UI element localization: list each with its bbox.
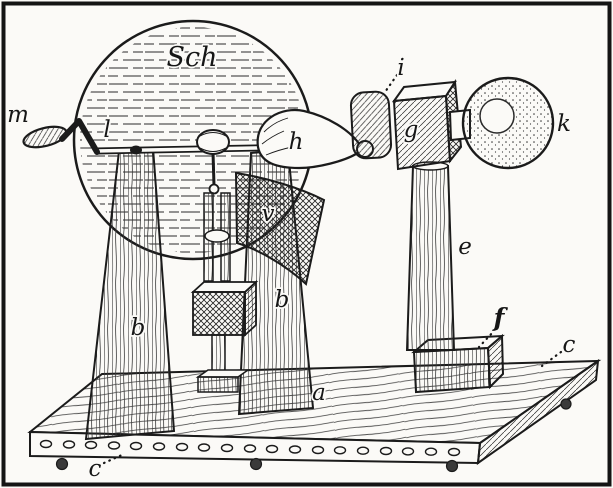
collector-piece-i [349, 90, 393, 160]
leader-c-front [102, 453, 124, 465]
label-c-front: c [89, 456, 102, 482]
ball-highlight [479, 98, 515, 134]
label-c-right: c [563, 332, 576, 358]
label-b-right: b [275, 287, 290, 313]
label-k: k [557, 111, 571, 137]
label-m: m [7, 102, 29, 128]
axle-pulley [196, 129, 230, 155]
leader-f [477, 328, 497, 349]
axle-bearing [130, 145, 142, 155]
base-holes [39, 439, 461, 457]
pillar-foot-block [411, 333, 505, 394]
rubbing-cushion [234, 171, 326, 286]
label-a: a [312, 380, 326, 406]
label-b-left: b [131, 315, 146, 341]
crank-arm [59, 118, 100, 155]
crank-handle [22, 125, 68, 149]
label-v: v [262, 201, 275, 227]
leader-i [383, 73, 399, 94]
weight-block [192, 291, 246, 336]
ball-electrode-k [461, 76, 555, 170]
leader-c-right [540, 350, 563, 368]
label-g: g [404, 117, 419, 143]
pillar-e [405, 161, 456, 351]
cushion-weight-mechanism [190, 151, 259, 393]
label-h: h [289, 129, 304, 155]
base-feet [55, 398, 572, 473]
conductor-block-g [391, 79, 463, 171]
label-i: i [397, 55, 404, 81]
label-l: l [103, 117, 110, 143]
label-e: e [458, 234, 472, 260]
label-sch: Sch [166, 42, 217, 73]
